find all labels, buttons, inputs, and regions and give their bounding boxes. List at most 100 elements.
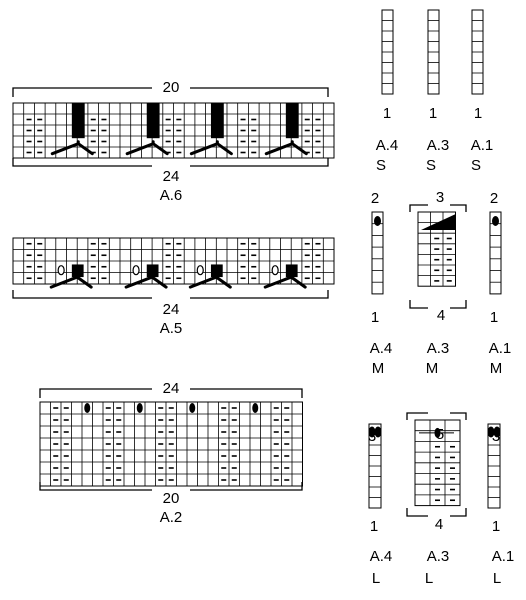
filled-stitch [71,264,84,278]
size-m-a3-chart [417,211,456,287]
size-m-a1-size: M [490,360,503,377]
chart-a5-bottom-bracket [12,290,329,299]
dot-symbol [493,426,501,438]
cable-symbol [189,140,233,156]
cable-symbol [50,140,94,156]
size-m-a1-name: A.1 [489,340,512,357]
size-l-group: 3 1 A.4 L 5 4 A.3 L 3 1 A.1 L [368,412,515,587]
yarn-over-symbol [132,265,140,276]
dot-symbol [189,403,196,413]
grid-border [417,211,456,287]
size-s-a3-repeat: 1 [429,105,437,122]
size-l-a3-name: A.3 [427,548,450,565]
chart-a2: 24 20 A.2 [39,380,303,526]
dot-symbol [252,403,259,413]
size-m-a3-name: A.3 [427,340,450,357]
size-l-a4-column [368,423,382,509]
size-m-a3-size: M [426,360,439,377]
size-l-a3-chart [414,419,461,507]
chart-a5-bottom-count: 24 [163,301,180,318]
size-l-a3-size: L [425,570,433,587]
filled-stitch [146,103,160,139]
size-l-a1-name: A.1 [492,548,515,565]
size-m-a4-size: M [372,360,385,377]
size-s-a1-name: A.1 [471,137,494,154]
chart-a6-top-count: 20 [163,79,180,96]
size-l-a3-bottom-bracket [406,508,467,517]
cable-symbol [49,273,93,289]
size-s-a1-repeat: 1 [474,105,482,122]
size-l-a4-name: A.4 [370,548,393,565]
chart-a6: 20 24 A.6 [12,79,335,204]
dot-symbol [374,216,381,226]
chart-a6-name: A.6 [160,187,183,204]
chart-a5-name: A.5 [160,320,183,337]
size-m-a3-top-bracket [409,204,467,212]
chart-a5-grid [12,237,335,289]
chart-a2-top-count: 24 [163,380,180,397]
chart-a2-bottom-count: 20 [163,490,180,507]
size-l-a1-repeat: 1 [492,518,500,535]
grid-border [489,211,502,295]
size-s-a3-size: S [426,157,436,174]
filled-stitch [210,103,224,139]
chart-a2-bottom-bracket [39,482,303,491]
size-l-a4-size: L [372,570,380,587]
filled-stitch [285,264,298,278]
cable-symbol [125,140,169,156]
size-s-a1-size: S [471,157,481,174]
size-s-a1-column [471,9,484,95]
chart-a6-top-bracket [12,87,329,97]
grid-border [39,401,303,487]
size-s-a4-name: A.4 [376,137,399,154]
dot-symbol [492,216,499,226]
yarn-over-symbol [57,265,65,276]
size-s-a4-column [381,9,394,95]
cable-symbol [188,273,232,289]
size-s-a3-column [427,9,440,95]
filled-stitch [71,103,85,139]
dot-symbol [487,426,495,438]
size-m-a3-bottom-bracket [409,300,467,309]
chart-a2-grid [39,401,303,487]
size-m-group: 2 1 A.4 M 3 4 A.3 M 2 1 A.1 M [370,189,512,377]
yarn-over-symbol [196,265,204,276]
size-s-a4-repeat: 1 [383,105,391,122]
size-m-a4-column [371,211,384,295]
size-l-a1-size: L [493,570,501,587]
size-s-group: 1 1 1 A.4 A.3 A.1 S S S [376,9,494,174]
yarn-over-symbol [271,265,279,276]
chart-a2-name: A.2 [160,509,183,526]
chart-a6-grid [12,102,335,159]
filled-stitch [210,264,223,278]
dot-symbol [136,403,143,413]
filled-stitch [285,103,299,139]
size-m-a1-top: 2 [490,190,498,207]
dot-symbol [368,426,376,438]
size-s-a3-name: A.3 [427,137,450,154]
dot-symbol [84,403,91,413]
filled-stitch [146,264,159,278]
cable-symbol [263,273,307,289]
size-m-a4-top: 2 [371,190,379,207]
size-m-a4-name: A.4 [370,340,393,357]
size-m-a3-bottom: 4 [437,307,445,324]
dot-symbol [374,426,382,438]
size-s-a4-size: S [376,157,386,174]
chart-a2-top-bracket [39,388,303,398]
chart-a6-bottom-bracket [12,158,329,167]
size-m-a1-column [489,211,502,295]
grid-border [371,211,384,295]
cable-symbol [124,273,168,289]
size-m-a3-top: 3 [436,189,444,206]
chart-a5: 24 A.5 [12,237,335,337]
size-m-a4-repeat: 1 [371,309,379,326]
cable-symbol [264,140,308,156]
size-l-a3-bottom: 4 [435,516,443,533]
size-m-a1-repeat: 1 [490,309,498,326]
chart-a6-bottom-count: 24 [163,168,180,185]
size-l-a1-column [487,423,501,509]
size-l-a3-top-bracket [406,412,467,420]
size-l-a4-repeat: 1 [370,518,378,535]
